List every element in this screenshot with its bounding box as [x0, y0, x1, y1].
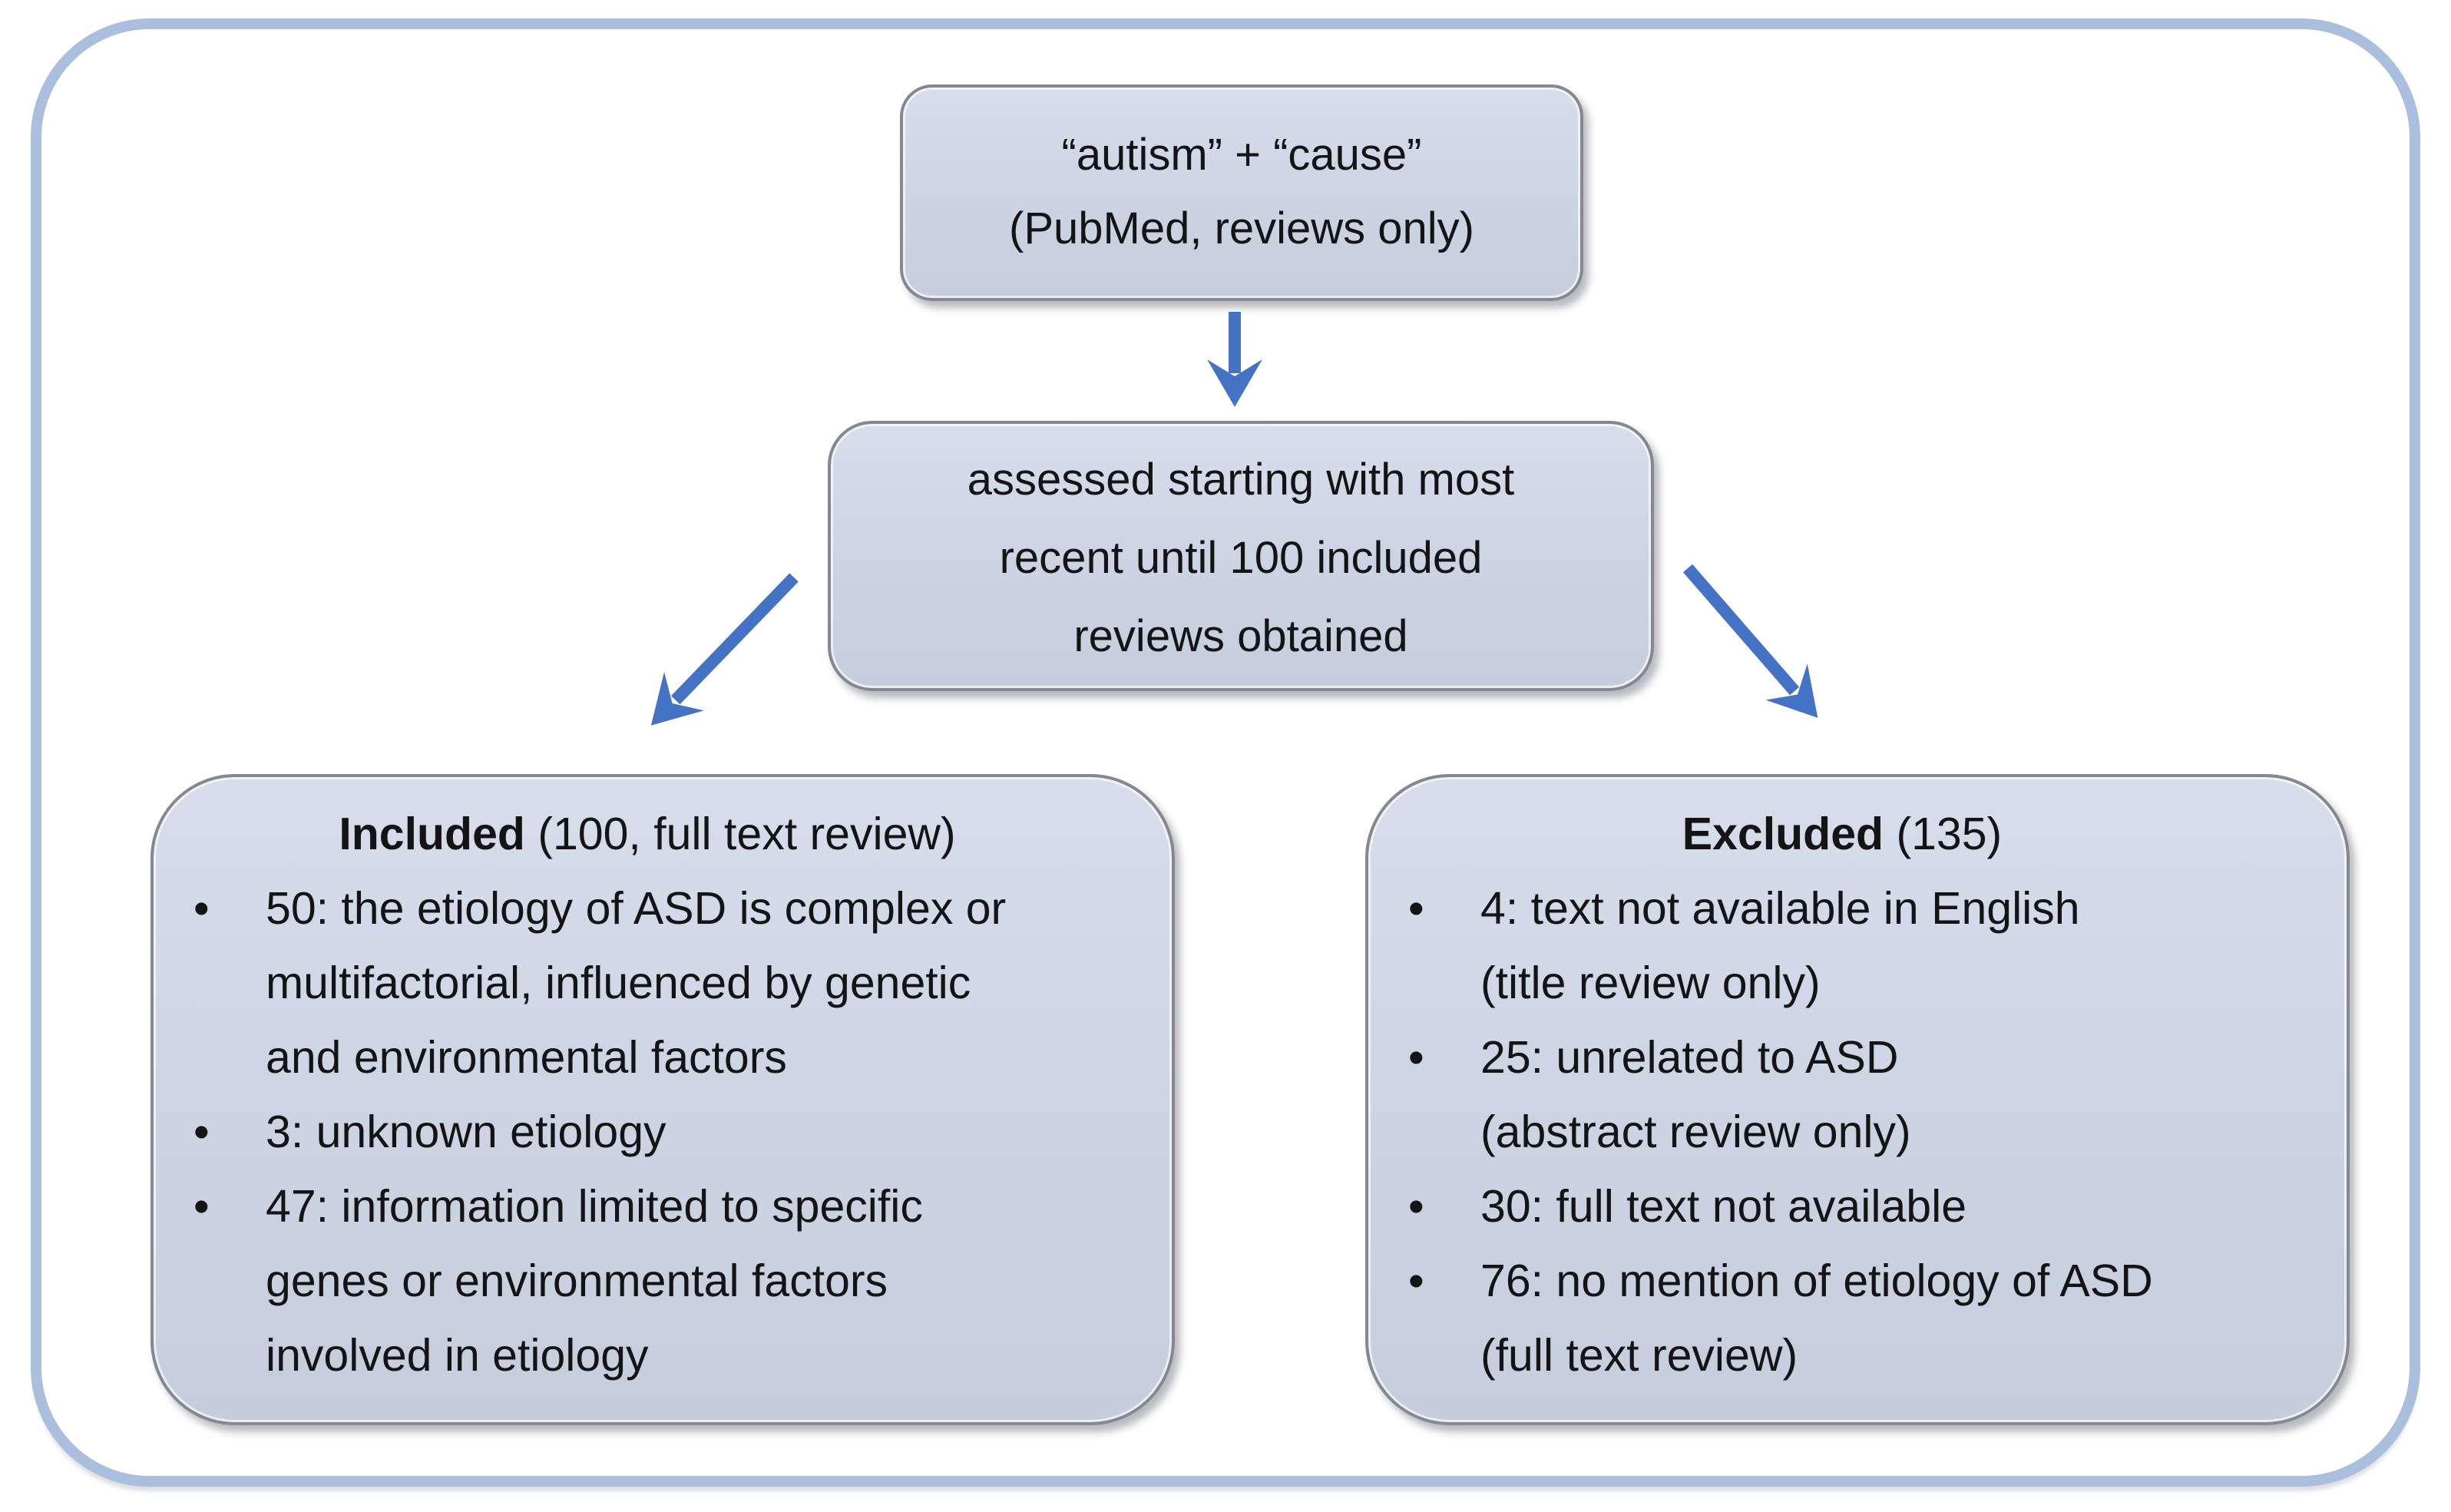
- included-line: • 3: unknown etiology: [154, 1095, 1141, 1170]
- excluded-title-bold: Excluded: [1682, 809, 1884, 859]
- included-line: • 50: the etiology of ASD is complex or: [154, 872, 1141, 946]
- bullet-icon: •: [194, 1181, 210, 1232]
- excluded-line: (abstract review only): [1480, 1107, 1911, 1157]
- arrow-down-right-icon: [1682, 564, 1818, 718]
- bullet-icon: •: [1408, 883, 1424, 934]
- search-terms-line2: (PubMed, reviews only): [1009, 203, 1474, 253]
- excluded-line: • 30: full text not available: [1368, 1170, 2316, 1244]
- included-box: Included (100, full text review) • 50: t…: [150, 774, 1175, 1425]
- excluded-line: • 25: unrelated to ASD: [1368, 1021, 2316, 1095]
- bullet-icon: •: [194, 883, 210, 934]
- excluded-line: • 76: no mention of etiology of ASD: [1368, 1244, 2316, 1318]
- included-title-rest: (100, full text review): [524, 809, 956, 859]
- excluded-title: Excluded (135): [1368, 797, 2316, 872]
- assessment-box: assessed starting with most recent until…: [828, 421, 1654, 691]
- search-terms-box: “autism” + “cause” (PubMed, reviews only…: [900, 84, 1583, 301]
- arrow-down-left-icon: [650, 573, 799, 726]
- excluded-line: (full text review): [1480, 1330, 1798, 1381]
- bullet-icon: •: [1408, 1181, 1424, 1232]
- included-line: • 47: information limited to specific: [154, 1170, 1141, 1244]
- search-terms-line1: “autism” + “cause”: [1061, 130, 1422, 180]
- bullet-icon: •: [194, 1107, 210, 1157]
- arrow-down-icon: [1207, 312, 1262, 407]
- included-line: and environmental factors: [266, 1032, 787, 1083]
- assessment-line1: assessed starting with most: [967, 455, 1515, 505]
- included-line: multifactorial, influenced by genetic: [266, 958, 971, 1008]
- excluded-box: Excluded (135) • 4: text not available i…: [1365, 774, 2350, 1425]
- included-line: genes or environmental factors: [266, 1256, 888, 1306]
- excluded-line: • 4: text not available in English: [1368, 872, 2316, 946]
- excluded-title-rest: (135): [1884, 809, 2003, 859]
- assessment-line3: reviews obtained: [1073, 611, 1408, 661]
- excluded-line: (title review only): [1480, 958, 1821, 1008]
- included-line: involved in etiology: [266, 1330, 649, 1381]
- bullet-icon: •: [1408, 1032, 1424, 1083]
- assessment-line2: recent until 100 included: [999, 533, 1483, 583]
- bullet-icon: •: [1408, 1256, 1424, 1306]
- included-title: Included (100, full text review): [154, 797, 1141, 872]
- included-title-bold: Included: [339, 809, 525, 859]
